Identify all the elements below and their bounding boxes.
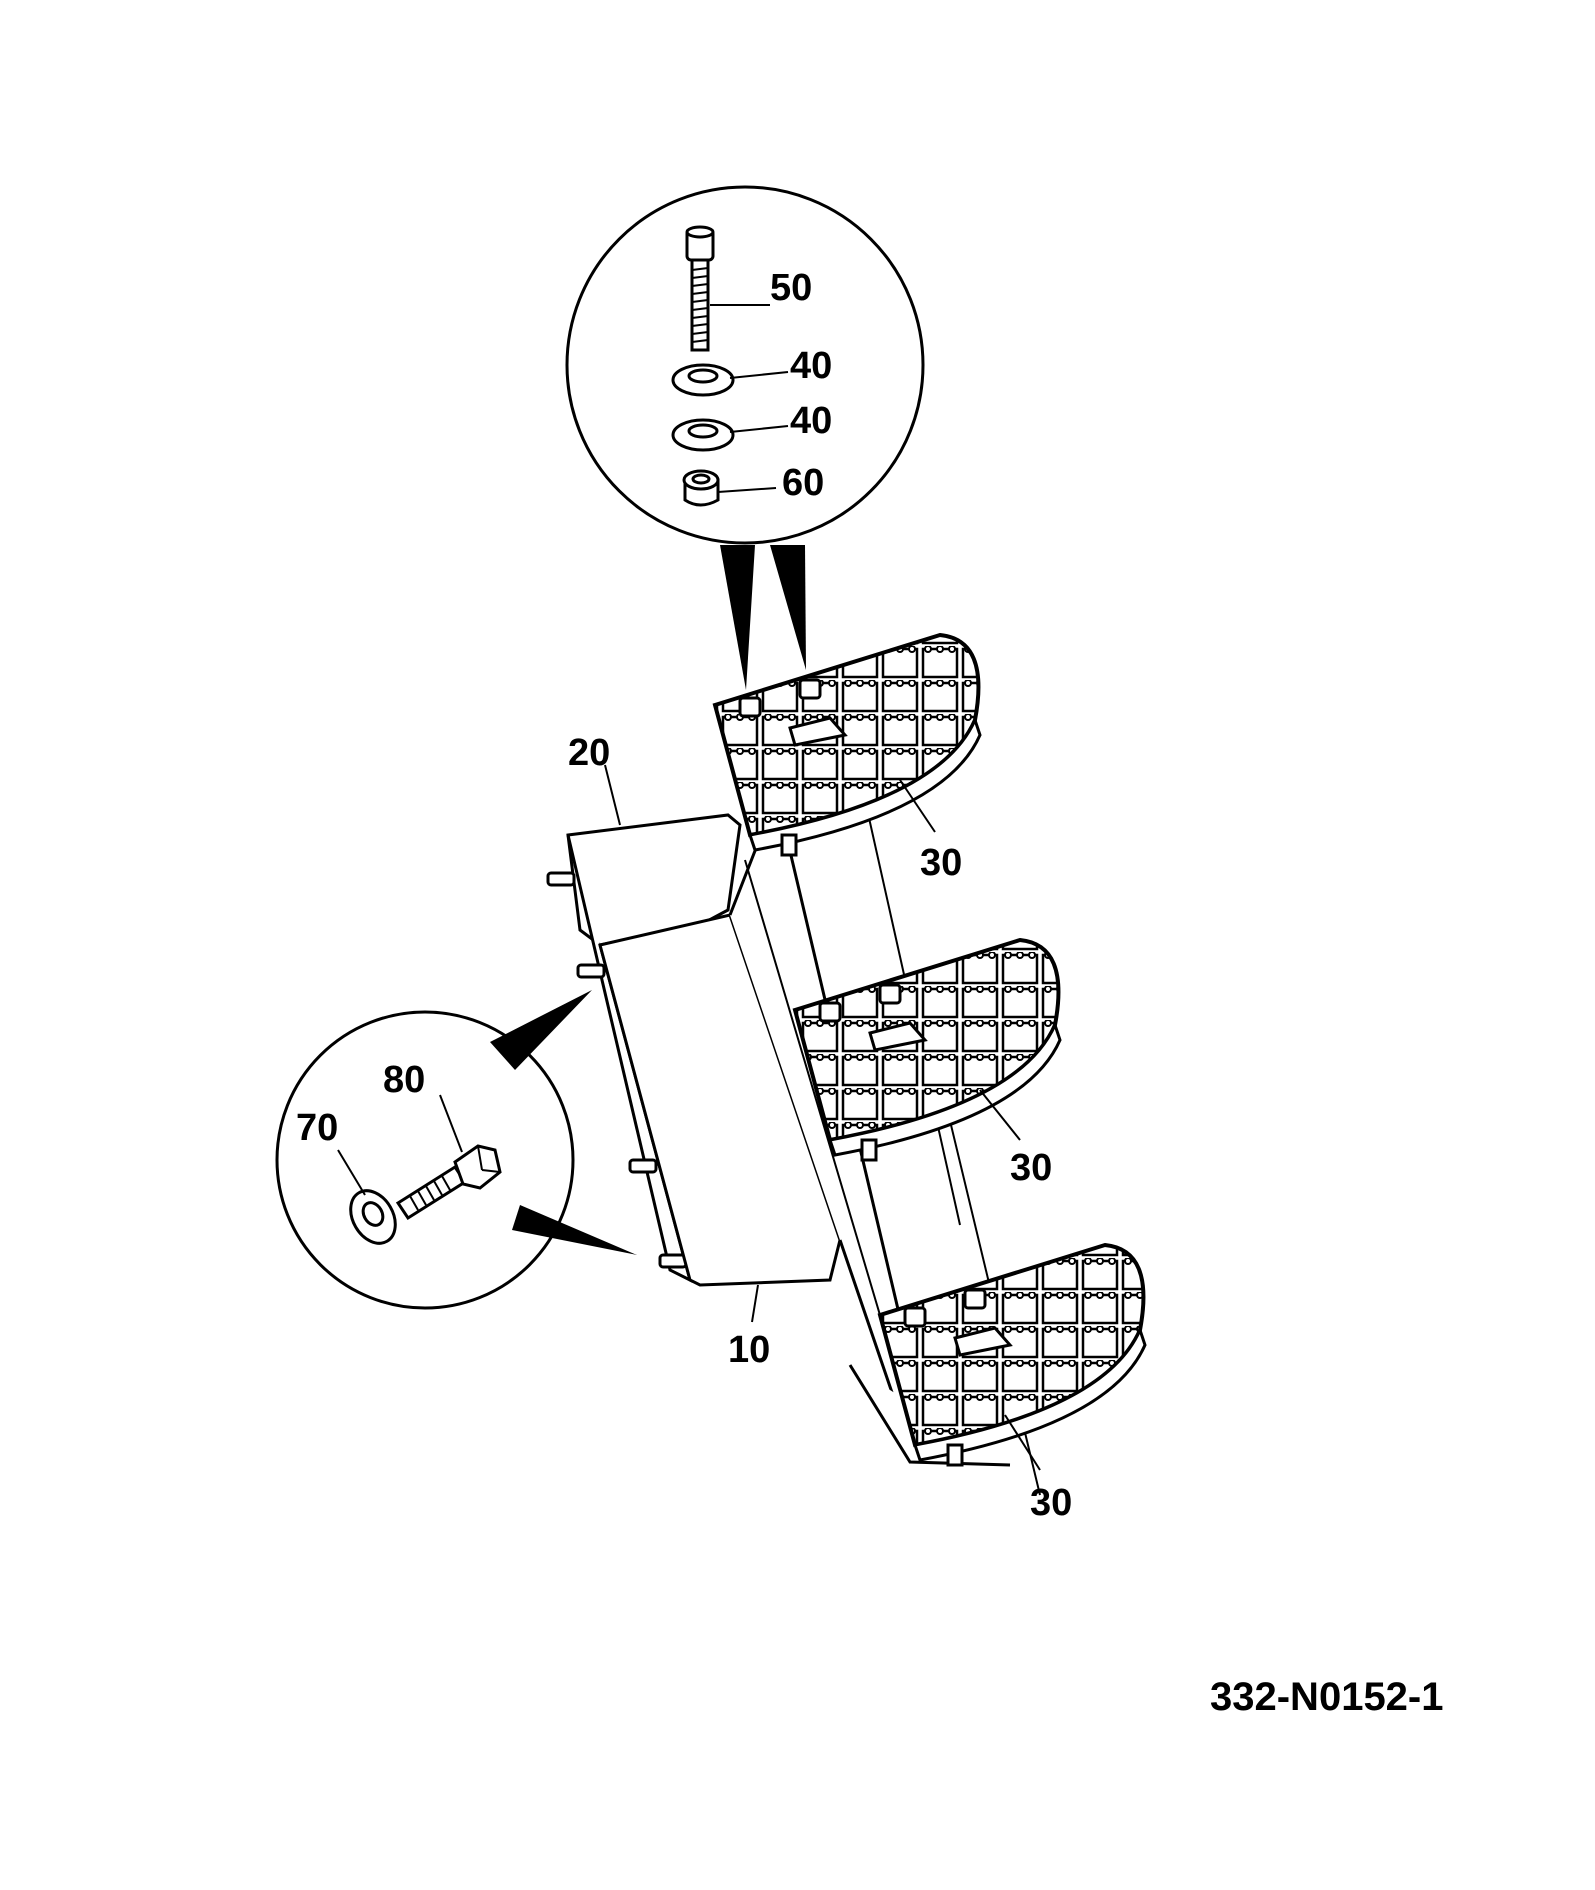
lock-nut-icon: [682, 469, 720, 507]
callout-40-lower: 40: [790, 400, 832, 442]
step-tread-upper: [712, 632, 982, 857]
detail-circle-left: [275, 1010, 575, 1310]
callout-50: 50: [770, 267, 812, 309]
detail-pointer-left: [490, 990, 637, 1255]
detail-pointer-top: [720, 545, 806, 690]
step-tread-middle: [792, 937, 1062, 1162]
callout-30-upper: 30: [920, 842, 962, 884]
step-assembly: [546, 632, 1147, 1496]
callout-40-upper: 40: [790, 345, 832, 387]
washer-icon: [671, 418, 735, 452]
callout-60: 60: [782, 462, 824, 504]
callout-30-middle: 30: [1010, 1147, 1052, 1189]
step-tread-lower: [877, 1242, 1147, 1467]
callout-30-lower: 30: [1030, 1482, 1072, 1524]
socket-screw-icon: [685, 225, 715, 352]
callout-10: 10: [728, 1329, 770, 1371]
drawing-number: 332-N0152-1: [1210, 1675, 1444, 1719]
hex-bolt-icon: [395, 1144, 502, 1221]
callout-70: 70: [296, 1107, 338, 1149]
washer-icon: [671, 363, 735, 397]
washer-icon: [349, 1189, 397, 1245]
callout-20: 20: [568, 732, 610, 774]
callout-80: 80: [383, 1059, 425, 1101]
detail-circle-top: [565, 185, 925, 545]
